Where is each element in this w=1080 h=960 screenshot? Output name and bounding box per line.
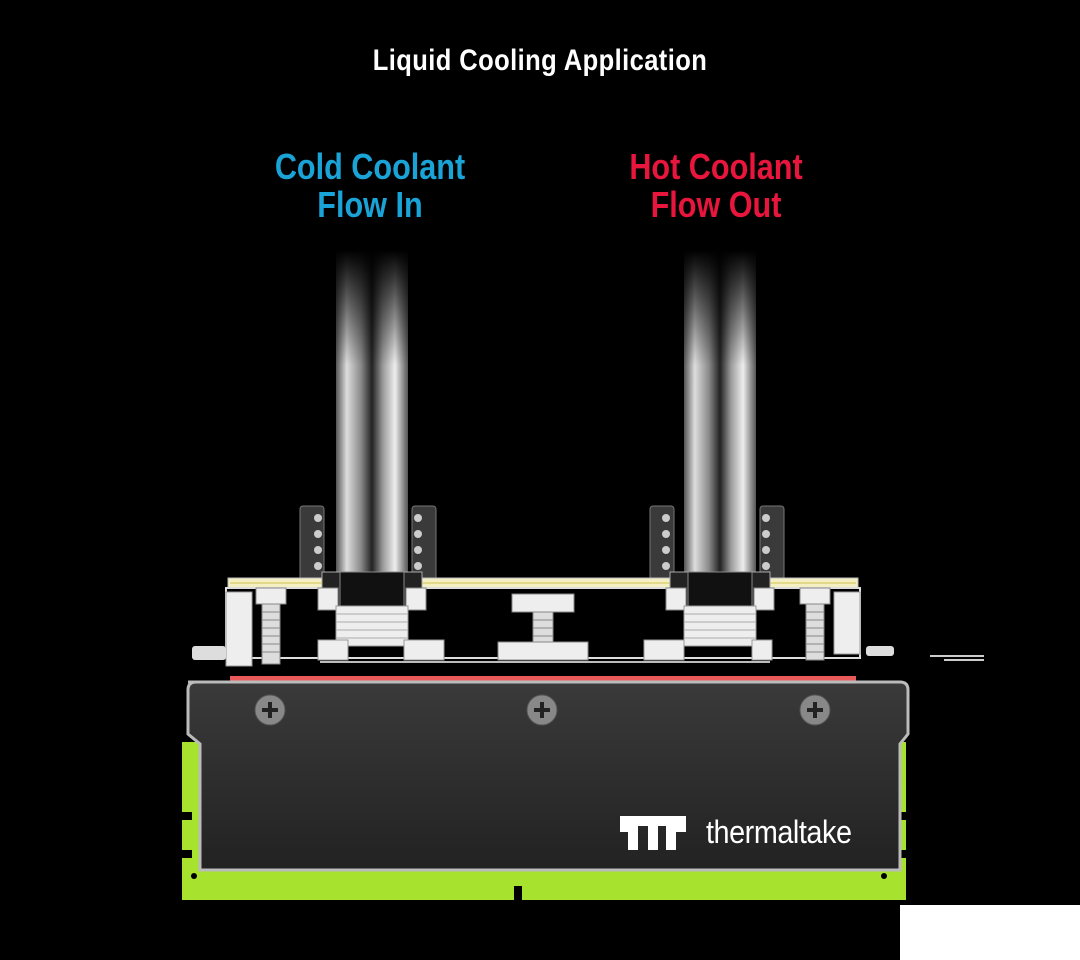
inlet-tube (336, 250, 408, 580)
diagram-title: Liquid Cooling Application (372, 44, 708, 77)
heatsink (186, 680, 910, 872)
right-tab (866, 646, 894, 656)
right-screw (799, 587, 831, 661)
inlet-fitting (317, 571, 445, 661)
right-bracket (833, 591, 861, 655)
hot-coolant-line2: Flow Out (650, 184, 782, 225)
left-bracket (225, 591, 253, 667)
inlet-clamps (299, 505, 437, 581)
heatsink-screw-right-icon (799, 694, 831, 726)
cold-coolant-line2: Flow In (317, 184, 423, 225)
brand-name: thermaltake (706, 814, 852, 850)
outlet-tube (684, 250, 756, 580)
cold-coolant-label: Cold Coolant Flow In (243, 148, 498, 224)
cold-coolant-line1: Cold Coolant (274, 146, 466, 187)
left-tab (192, 646, 226, 660)
outlet-clamps (649, 505, 785, 581)
hot-coolant-label: Hot Coolant Flow Out (589, 148, 844, 224)
left-screw (255, 587, 287, 665)
center-screw (497, 593, 589, 661)
heatsink-screw-center-icon (526, 694, 558, 726)
heatsink-screw-left-icon (254, 694, 286, 726)
outlet-fitting (643, 571, 775, 661)
corner-block (900, 905, 1080, 960)
hot-coolant-line1: Hot Coolant (629, 146, 803, 187)
thermaltake-logo-icon (620, 816, 686, 850)
thermal-pad (230, 676, 856, 682)
